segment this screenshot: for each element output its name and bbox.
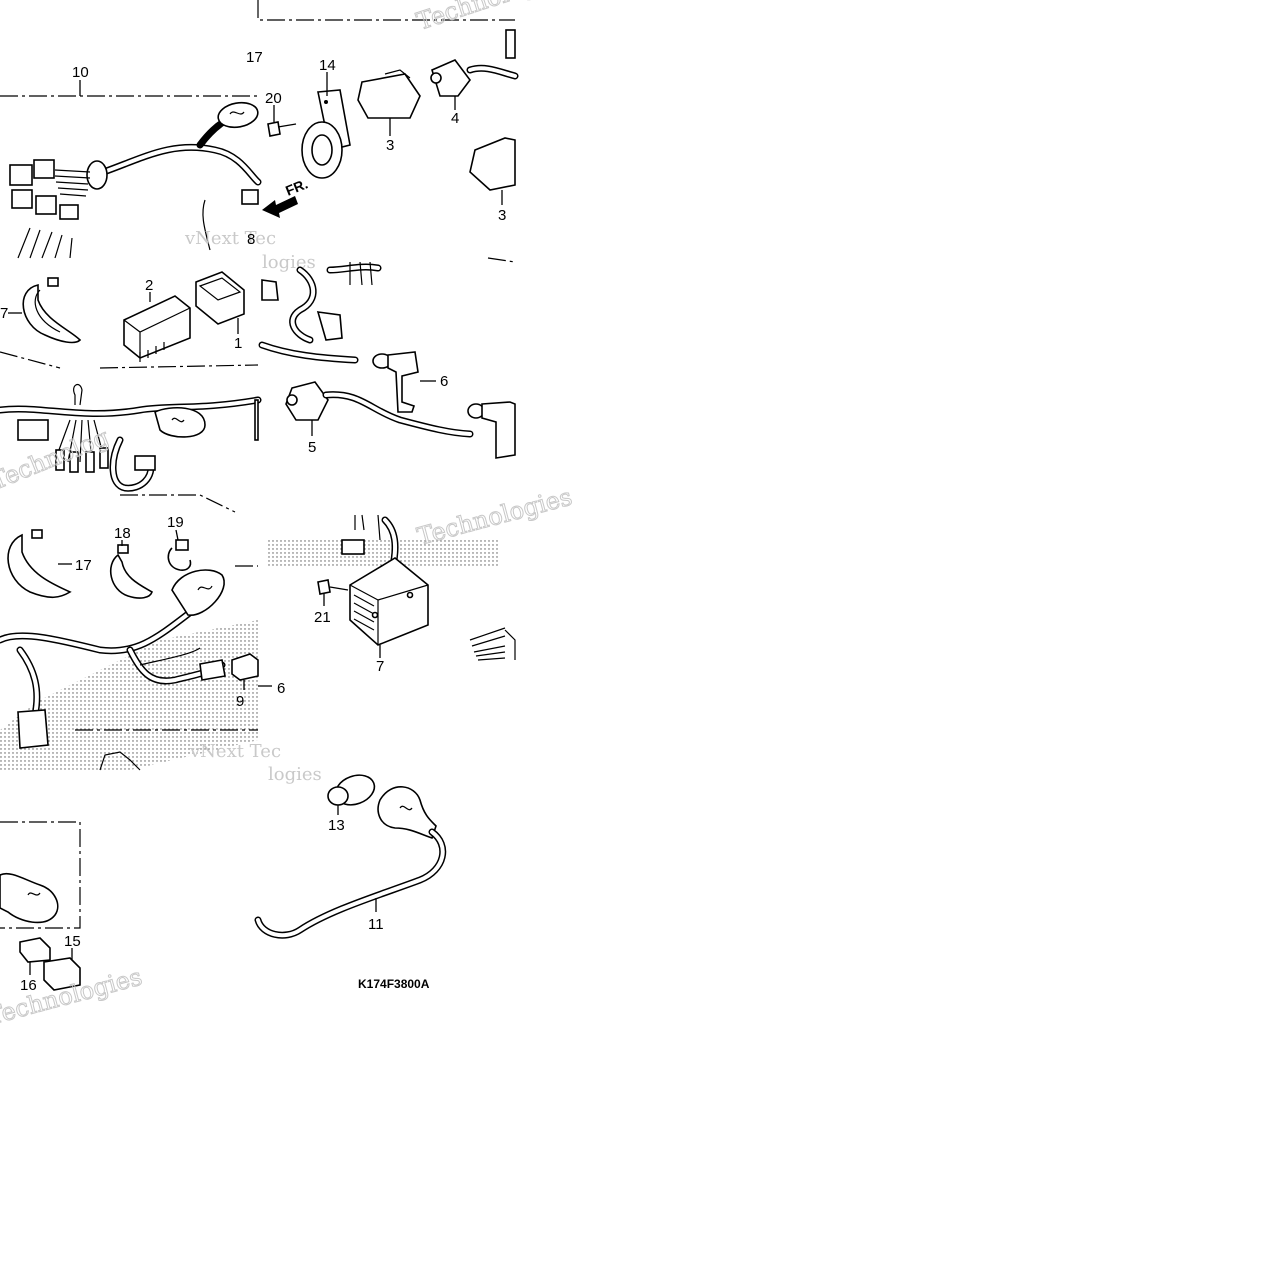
callout-9: 9	[236, 693, 244, 710]
callout-5: 5	[308, 439, 316, 456]
callout-17-top: 17	[246, 49, 263, 66]
watermark-text-2: Technologies	[413, 0, 573, 36]
callout-1: 1	[234, 335, 242, 352]
ignition-tile: logies 6 5	[258, 252, 516, 459]
band-tile: 17 18 19 9 6	[0, 514, 500, 771]
regulator-tile: Technologies 7 21	[314, 482, 575, 675]
callout-4: 4	[451, 110, 459, 127]
callout-20: 20	[265, 90, 282, 107]
callout-11: 11	[368, 916, 384, 933]
callout-16: 16	[20, 977, 37, 994]
callout-3-b: 3	[498, 207, 506, 224]
watermark-text-8: logies	[268, 764, 322, 785]
drawing-code: K174F3800A	[358, 977, 430, 991]
callout-6-a: 6	[440, 373, 448, 390]
callout-18: 18	[114, 525, 131, 542]
callout-10: 10	[72, 64, 89, 81]
front-direction-arrow: FR.	[262, 175, 310, 218]
direction-label: FR.	[283, 175, 310, 198]
watermark-text-4: logies	[262, 252, 316, 273]
callout-6-b: 6	[277, 680, 285, 697]
callout-3-a: 3	[386, 137, 394, 154]
callout-19: 19	[167, 514, 184, 531]
callout-15: 15	[64, 933, 81, 950]
sub-harness-tile: logies 13 11 K174F3800A	[254, 764, 447, 991]
callout-17: 17	[75, 557, 92, 574]
watermark-text-5: vNext Tec	[189, 741, 281, 762]
callout-14: 14	[319, 57, 336, 74]
watermark-text-3: Technolog	[0, 423, 113, 496]
callout-13: 13	[328, 817, 345, 834]
callout-2: 2	[145, 277, 153, 294]
callout-7-left: 7	[0, 305, 8, 322]
callout-8: 8	[247, 231, 255, 248]
ecu-tile: 7 2 1 Technolog	[0, 271, 262, 513]
callout-21: 21	[314, 609, 331, 626]
callout-7: 7	[376, 658, 384, 675]
tail-tile: 16 15 Technologies	[0, 821, 145, 1031]
main-harness-tile: 10 17 vNext Tec 8	[0, 49, 276, 259]
watermark-text-1: vNext Tec	[184, 228, 276, 249]
horn-tile: Technologies 14 20 3 4 3 FR.	[257, 0, 573, 224]
